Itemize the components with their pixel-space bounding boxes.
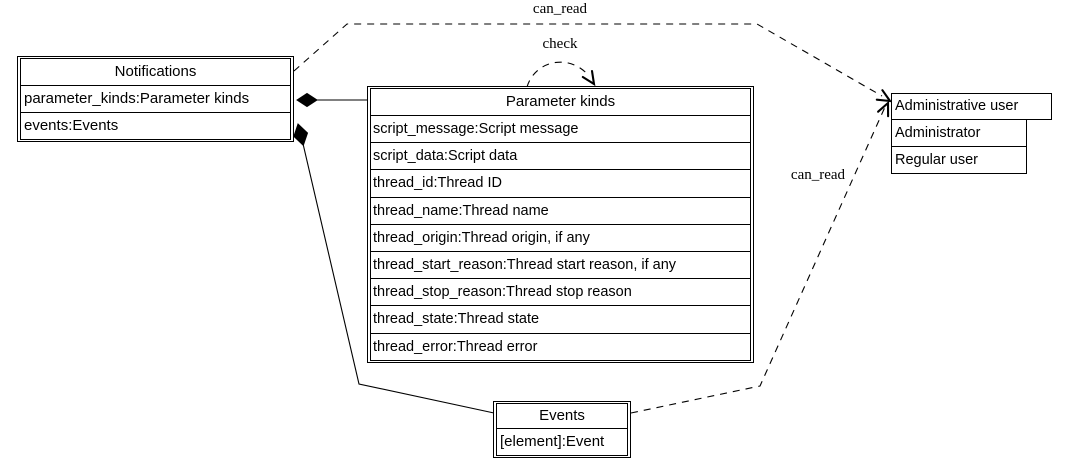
arrowhead-check <box>581 69 596 87</box>
edge-label-check: check <box>542 36 578 52</box>
node-administrative-user-title: Administrative user <box>891 93 1052 120</box>
node-parameter-kinds: Parameter kinds script_message:Script me… <box>367 86 754 363</box>
node-notifications: Notifications parameter_kinds:Parameter … <box>17 56 294 142</box>
attribute-row: thread_error:Thread error <box>370 332 751 361</box>
attribute-row: thread_origin:Thread origin, if any <box>370 223 751 252</box>
node-administrative-user: Administrative user Administrator Regula… <box>891 93 1052 174</box>
edge-notifications-can-read <box>293 23 883 97</box>
node-notifications-title: Notifications <box>20 58 291 86</box>
edge-events-composition <box>302 144 495 414</box>
attribute-row: thread_stop_reason:Thread stop reason <box>370 278 751 307</box>
attribute-row: thread_id:Thread ID <box>370 169 751 198</box>
node-events: Events [element]:Event <box>493 401 631 458</box>
edge-events-can-read <box>630 106 886 414</box>
diamond-events <box>293 123 309 147</box>
attribute-row: [element]:Event <box>496 428 628 456</box>
edge-label-can-read-top: can_read <box>532 1 588 17</box>
arrowhead-notifications-can-read <box>875 89 893 103</box>
attribute-row: thread_start_reason:Thread start reason,… <box>370 250 751 280</box>
node-events-title: Events <box>496 403 628 429</box>
diamond-parameter-kinds <box>296 92 318 108</box>
attribute-row: parameter_kinds:Parameter kinds <box>20 85 291 113</box>
attribute-row: thread_name:Thread name <box>370 196 751 225</box>
attribute-row: Regular user <box>891 146 1027 174</box>
edge-check-self-loop <box>526 61 590 88</box>
edge-label-can-read-right: can_read <box>790 167 846 183</box>
attribute-row: thread_state:Thread state <box>370 305 751 334</box>
arrowhead-events-can-read <box>877 100 890 118</box>
attribute-row: events:Events <box>20 112 291 140</box>
attribute-row: Administrator <box>891 119 1027 147</box>
attribute-row: script_data:Script data <box>370 142 751 171</box>
node-parameter-kinds-title: Parameter kinds <box>370 88 751 116</box>
attribute-row: script_message:Script message <box>370 115 751 144</box>
